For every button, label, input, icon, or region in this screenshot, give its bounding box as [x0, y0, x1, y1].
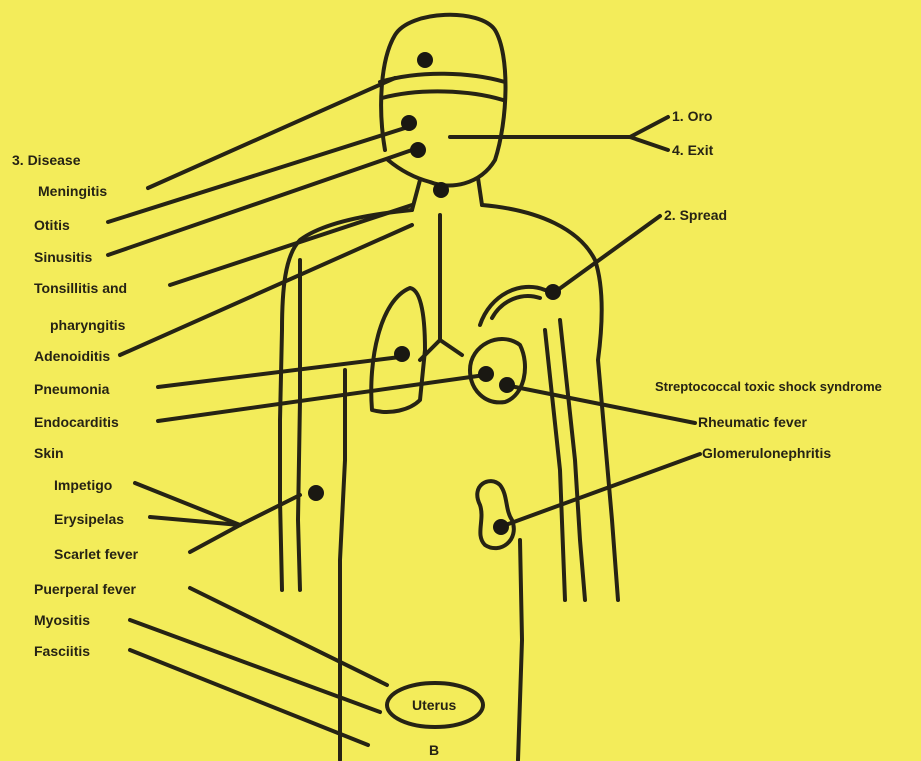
label-uterus: Uterus	[412, 697, 456, 713]
aorta-arch	[480, 287, 545, 325]
label-puerperal-fever: Puerperal fever	[34, 581, 136, 597]
left-arm-inner	[298, 260, 300, 590]
site-dot-heart-2	[499, 377, 515, 393]
label-disease-heading: 3. Disease	[12, 152, 81, 168]
label-fasciitis: Fasciitis	[34, 643, 90, 659]
site-dot-arm	[308, 485, 324, 501]
label-exit: 4. Exit	[672, 142, 713, 158]
head-outline	[381, 15, 505, 186]
line-adenoiditis	[120, 225, 412, 355]
label-otitis: Otitis	[34, 217, 70, 233]
line-glomerulo	[500, 454, 700, 527]
site-dot-shoulder	[545, 284, 561, 300]
site-dot-kidney	[493, 519, 509, 535]
line-spread	[555, 216, 660, 292]
headband-line	[380, 74, 505, 82]
label-meningitis: Meningitis	[38, 183, 107, 199]
site-dot-throat	[433, 182, 449, 198]
headband-line-lower	[382, 91, 503, 100]
right-side-body	[518, 540, 522, 760]
site-dot-head	[417, 52, 433, 68]
label-toxic-shock: Streptococcal toxic shock syndrome	[655, 379, 882, 395]
site-dot-ear	[401, 115, 417, 131]
line-otitis	[108, 128, 405, 222]
label-spread: 2. Spread	[664, 207, 727, 223]
site-dot-lung	[394, 346, 410, 362]
label-glomerulonephritis: Glomerulonephritis	[702, 445, 831, 461]
label-bottom-marker: B	[429, 742, 439, 758]
line-sinusitis	[108, 150, 412, 255]
right-arm-line	[545, 330, 565, 600]
line-oro-fork-up	[630, 117, 668, 137]
label-scarlet-fever: Scarlet fever	[54, 546, 138, 562]
trachea-branch-right	[440, 340, 462, 355]
label-myositis: Myositis	[34, 612, 90, 628]
kidney	[477, 481, 514, 548]
left-arm-line	[340, 370, 345, 760]
label-rheumatic-fever: Rheumatic fever	[698, 414, 807, 430]
label-pneumonia: Pneumonia	[34, 381, 109, 397]
label-impetigo: Impetigo	[54, 477, 112, 493]
label-oro: 1. Oro	[672, 108, 712, 124]
line-oro-fork-down	[630, 137, 668, 150]
label-skin: Skin	[34, 445, 64, 461]
label-sinusitis: Sinusitis	[34, 249, 92, 265]
label-tonsillitis: Tonsillitis and	[34, 280, 127, 296]
label-erysipelas: Erysipelas	[54, 511, 124, 527]
neck-right	[478, 178, 482, 205]
label-adenoiditis: Adenoiditis	[34, 348, 110, 364]
line-puerperal	[190, 588, 387, 685]
site-dot-sinus	[410, 142, 426, 158]
line-tonsillitis	[170, 205, 412, 285]
site-dot-heart-1	[478, 366, 494, 382]
heart	[470, 339, 525, 402]
label-endocarditis: Endocarditis	[34, 414, 119, 430]
label-pharyngitis: pharyngitis	[50, 317, 125, 333]
